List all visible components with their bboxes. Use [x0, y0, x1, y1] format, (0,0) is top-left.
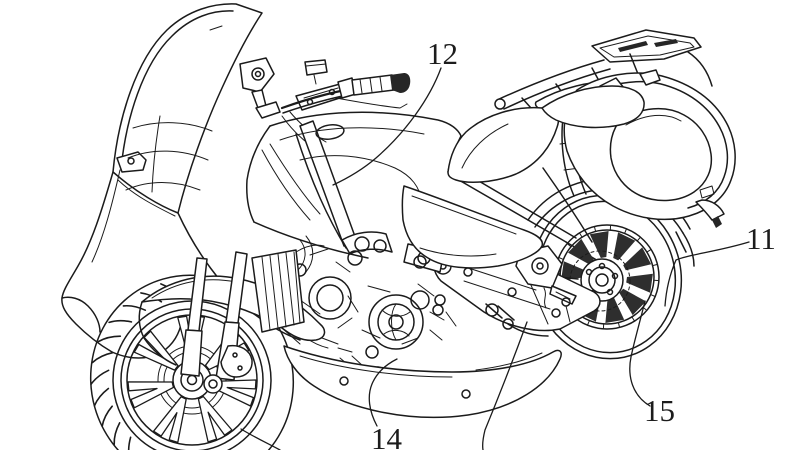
- bar-end-weight: [390, 73, 411, 93]
- mirror-housing: [240, 58, 274, 92]
- side-panel: [402, 186, 542, 268]
- windscreen: [113, 4, 262, 216]
- brake-caliper: [221, 346, 252, 377]
- leader-line-11: [665, 242, 749, 306]
- frame: [296, 121, 357, 248]
- ref-numeral-15: 15: [644, 393, 675, 428]
- reference-numerals: 12 11 15 14: [371, 36, 776, 450]
- ref-numeral-12: 12: [427, 36, 458, 71]
- leader-line-15: [630, 301, 650, 406]
- leader-line-cropped-front: [241, 429, 280, 450]
- headlight: [126, 116, 212, 192]
- ref-numeral-14: 14: [371, 421, 403, 450]
- radiator: [252, 245, 324, 332]
- rear-rim-detail: [555, 225, 659, 329]
- seat: [448, 86, 644, 182]
- leader-line-14: [369, 359, 397, 426]
- front-forks: [181, 252, 252, 393]
- ref-numeral-11: 11: [746, 221, 776, 256]
- handlebar-grip: [352, 75, 394, 95]
- brake-reservoir: [305, 60, 327, 75]
- belly-pan: [284, 346, 561, 417]
- leader-lines: [241, 68, 749, 450]
- leader-line-12: [333, 68, 441, 185]
- leader-line-cropped-center: [483, 322, 527, 450]
- suspension-linkage: [486, 298, 570, 336]
- cockpit: [240, 58, 411, 150]
